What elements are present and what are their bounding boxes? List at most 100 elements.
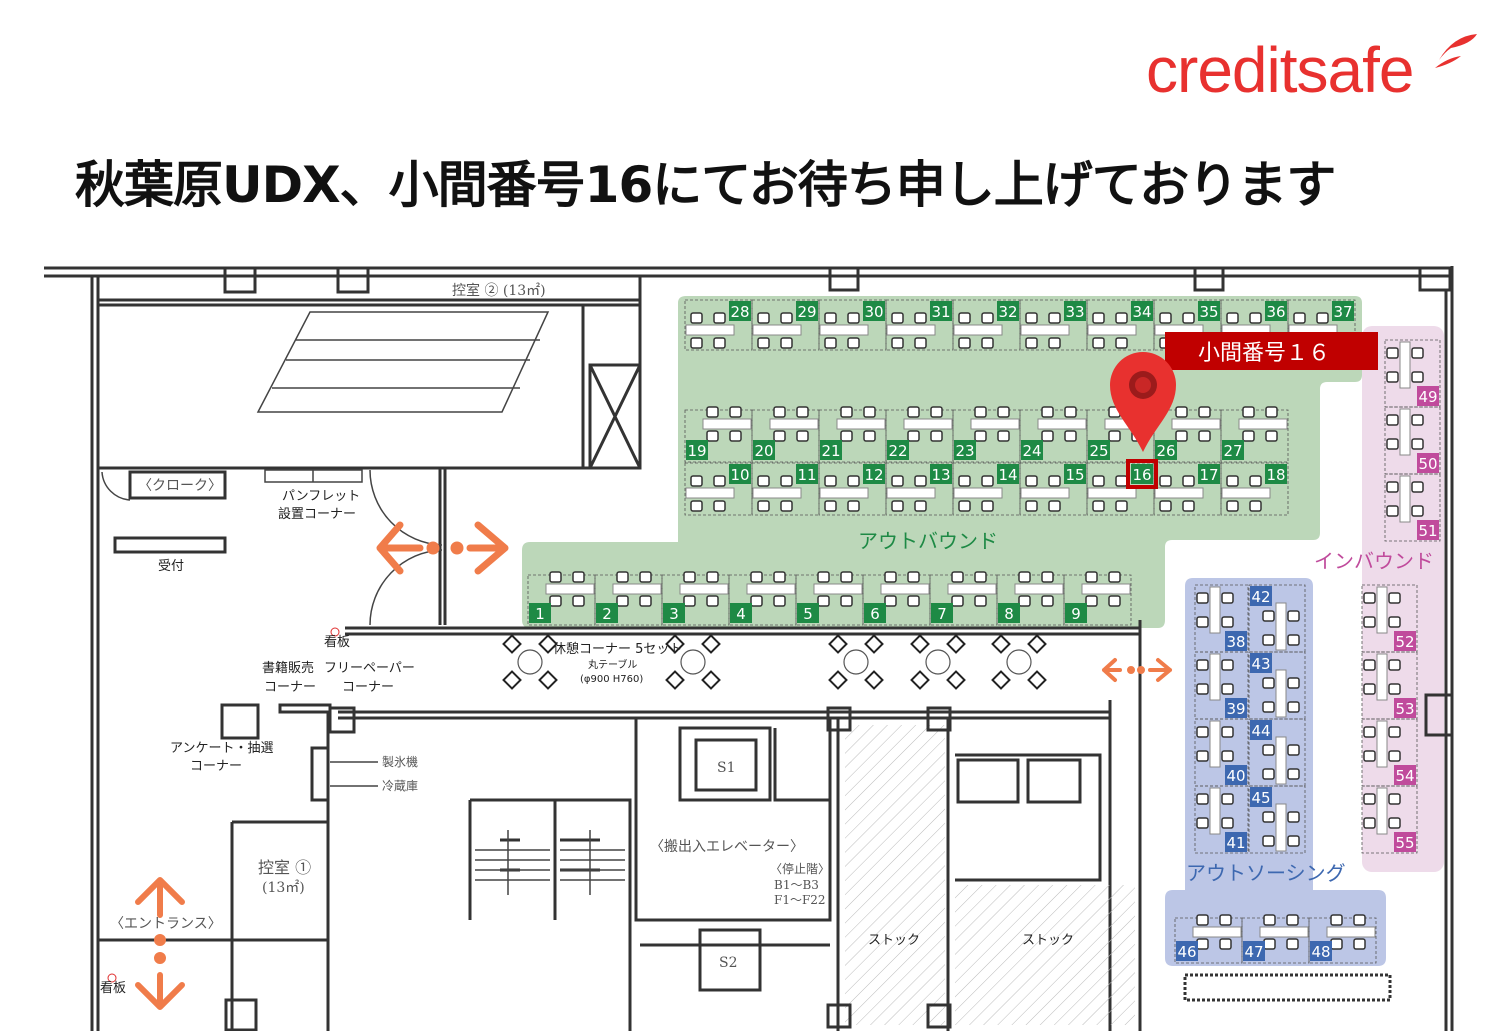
booth-number: 3 — [669, 605, 679, 623]
booth-24[interactable]: 24 — [1019, 406, 1088, 463]
booth-number-badge — [686, 440, 708, 460]
booth-6[interactable]: 6 — [862, 571, 931, 626]
booth-number-badge — [1310, 941, 1332, 961]
booth-12[interactable]: 12 — [818, 462, 887, 516]
stock-label-2: ストック — [1022, 933, 1074, 948]
booth-number: 4 — [736, 605, 746, 623]
booth-number: 7 — [937, 605, 947, 623]
booth-number-badge — [1417, 453, 1439, 473]
signboard-label-2: 看板 — [100, 980, 126, 996]
booth-53[interactable]: 53 — [1361, 651, 1418, 720]
booth-number: 14 — [998, 466, 1017, 484]
booth-20[interactable]: 20 — [751, 406, 820, 463]
booth-33[interactable]: 33 — [1019, 299, 1088, 351]
booth-3[interactable]: 3 — [661, 571, 730, 626]
highlighted-booth-frame — [1126, 459, 1158, 489]
booth-50[interactable]: 50 — [1384, 406, 1441, 475]
booth-number-badge — [997, 464, 1019, 484]
booth-29[interactable]: 29 — [751, 299, 820, 351]
free-paper-corner-label: フリーペーパー — [324, 661, 415, 676]
booth-5[interactable]: 5 — [795, 571, 864, 626]
booth-16[interactable]: 16 — [1086, 462, 1155, 516]
booth-7[interactable]: 7 — [929, 571, 998, 626]
booth-4[interactable]: 4 — [728, 571, 797, 626]
elevator-stops-basement: B1～B3 — [774, 878, 819, 892]
booth-number: 55 — [1395, 834, 1414, 852]
booth-52[interactable]: 52 — [1361, 584, 1418, 653]
entrance-arrow-icon — [135, 877, 185, 1010]
booth-number-badge — [730, 603, 752, 623]
survey-corner-label-2: コーナー — [190, 759, 242, 774]
booth-49[interactable]: 49 — [1384, 339, 1441, 408]
books-corner-label-2: コーナー — [264, 680, 316, 695]
booth-number: 49 — [1418, 388, 1437, 406]
booth-number-badge — [1225, 631, 1247, 651]
booth-number: 11 — [797, 466, 816, 484]
booth-46[interactable]: 46 — [1174, 914, 1243, 964]
room-labels: 控室 ② (13㎡) 〈クローク〉 パンフレット 設置コーナー 受付 看板 書籍… — [100, 282, 1434, 996]
booth-48[interactable]: 48 — [1308, 914, 1377, 964]
booth-number: 15 — [1065, 466, 1084, 484]
booth-number-badge — [1243, 941, 1265, 961]
round-table — [665, 634, 721, 690]
booth-34[interactable]: 34 — [1086, 299, 1155, 351]
booth-number: 8 — [1004, 605, 1014, 623]
booth-38[interactable]: 38 — [1194, 584, 1249, 653]
booth-number-badge — [1131, 301, 1153, 321]
booth-9[interactable]: 9 — [1063, 571, 1132, 626]
booth-18[interactable]: 18 — [1220, 462, 1289, 516]
booth-55[interactable]: 55 — [1361, 785, 1418, 854]
booth-number: 20 — [754, 442, 773, 460]
booth-number: 52 — [1395, 633, 1414, 651]
booth-47[interactable]: 47 — [1241, 914, 1310, 964]
booth-number-badge — [1265, 464, 1287, 484]
creditsafe-logo: creditsafe — [1146, 30, 1477, 110]
booth-number-badge — [1176, 941, 1198, 961]
booth-14[interactable]: 14 — [952, 462, 1021, 516]
booth-number-badge — [930, 301, 952, 321]
booth-number: 41 — [1226, 834, 1245, 852]
entrance-label: 〈エントランス〉 — [110, 916, 222, 932]
booth-number: 43 — [1251, 655, 1270, 673]
booth-51[interactable]: 51 — [1384, 473, 1441, 542]
booth-13[interactable]: 13 — [885, 462, 954, 516]
booth-44[interactable]: 44 — [1248, 718, 1306, 787]
booth-43[interactable]: 43 — [1248, 651, 1306, 720]
booth-54[interactable]: 54 — [1361, 718, 1418, 787]
booth-28[interactable]: 28 — [684, 299, 753, 351]
booth-32[interactable]: 32 — [952, 299, 1021, 351]
booth-19[interactable]: 19 — [684, 406, 753, 463]
booth-number: 10 — [730, 466, 749, 484]
booth-41[interactable]: 41 — [1194, 785, 1249, 854]
round-table-label: 丸テーブル — [588, 658, 637, 671]
booth-2[interactable]: 2 — [594, 571, 663, 626]
booth-number: 53 — [1395, 700, 1414, 718]
booth-27[interactable]: 27 — [1220, 406, 1289, 463]
booth-number-badge — [1155, 440, 1177, 460]
booth-number: 40 — [1226, 767, 1245, 785]
outbound-zone-label: アウトバウンド — [858, 529, 998, 553]
booth-number: 23 — [955, 442, 974, 460]
booth-45[interactable]: 45 — [1248, 785, 1306, 854]
booth-number: 13 — [931, 466, 950, 484]
booth-22[interactable]: 22 — [885, 406, 954, 463]
booth-8[interactable]: 8 — [996, 571, 1065, 626]
booth-30[interactable]: 30 — [818, 299, 887, 351]
booth-number: 1 — [535, 605, 545, 623]
s2-label: S2 — [719, 955, 738, 971]
booth-1[interactable]: 1 — [527, 571, 596, 626]
map-pin-icon — [1110, 352, 1176, 452]
booth-26[interactable]: 26 — [1153, 406, 1222, 463]
booth-number: 12 — [864, 466, 883, 484]
booth-42[interactable]: 42 — [1248, 584, 1306, 653]
walls — [44, 266, 1454, 1031]
cloak-label: 〈クローク〉 — [138, 478, 222, 494]
booth-10[interactable]: 10 — [684, 462, 753, 516]
booth-15[interactable]: 15 — [1019, 462, 1088, 516]
booth-39[interactable]: 39 — [1194, 651, 1249, 720]
waiting-room-1-label: 控室 ① — [258, 858, 311, 877]
booth-number: 21 — [821, 442, 840, 460]
booth-number-badge — [1250, 653, 1272, 673]
elevator-label: 〈搬出入エレベーター〉 — [650, 839, 804, 855]
booth-31[interactable]: 31 — [885, 299, 954, 351]
